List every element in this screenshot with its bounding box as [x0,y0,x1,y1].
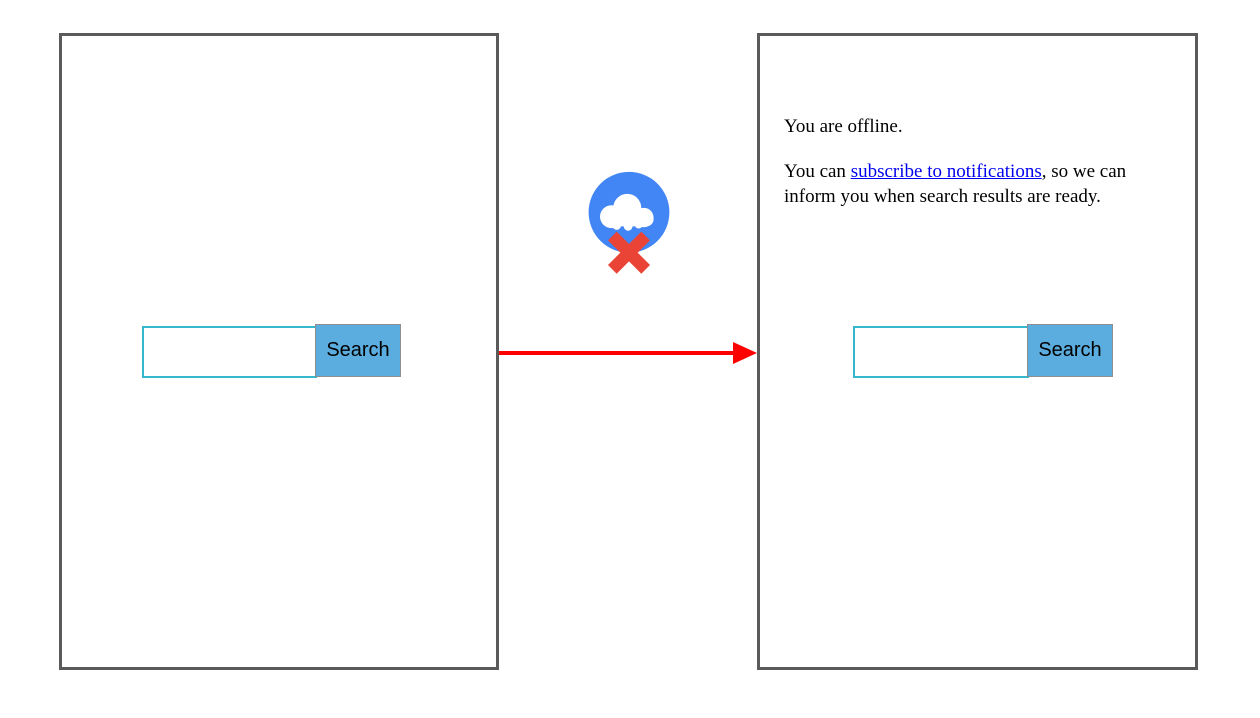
subscribe-prefix-text: You can [784,161,851,182]
search-input[interactable] [853,326,1029,378]
search-bar: Search [853,324,1113,378]
offline-message-block: You are offline. You can subscribe to no… [784,114,1181,229]
subscribe-text: You can subscribe to notifications, so w… [784,159,1181,209]
search-button[interactable]: Search [315,324,401,377]
subscribe-suffix-text: , so we can inform you when search resul… [784,161,1127,207]
offline-status-text: You are offline. [784,116,903,137]
offline-cloud-icon [588,171,670,274]
search-input[interactable] [142,326,317,378]
panel-online-state: Search [59,33,499,670]
search-button[interactable]: Search [1027,324,1113,377]
search-bar: Search [142,324,401,378]
panel-offline-state: You are offline. You can subscribe to no… [757,33,1198,670]
subscribe-to-notifications-link[interactable]: subscribe to notifications [850,161,1042,182]
red-arrow-right-icon [499,342,757,364]
